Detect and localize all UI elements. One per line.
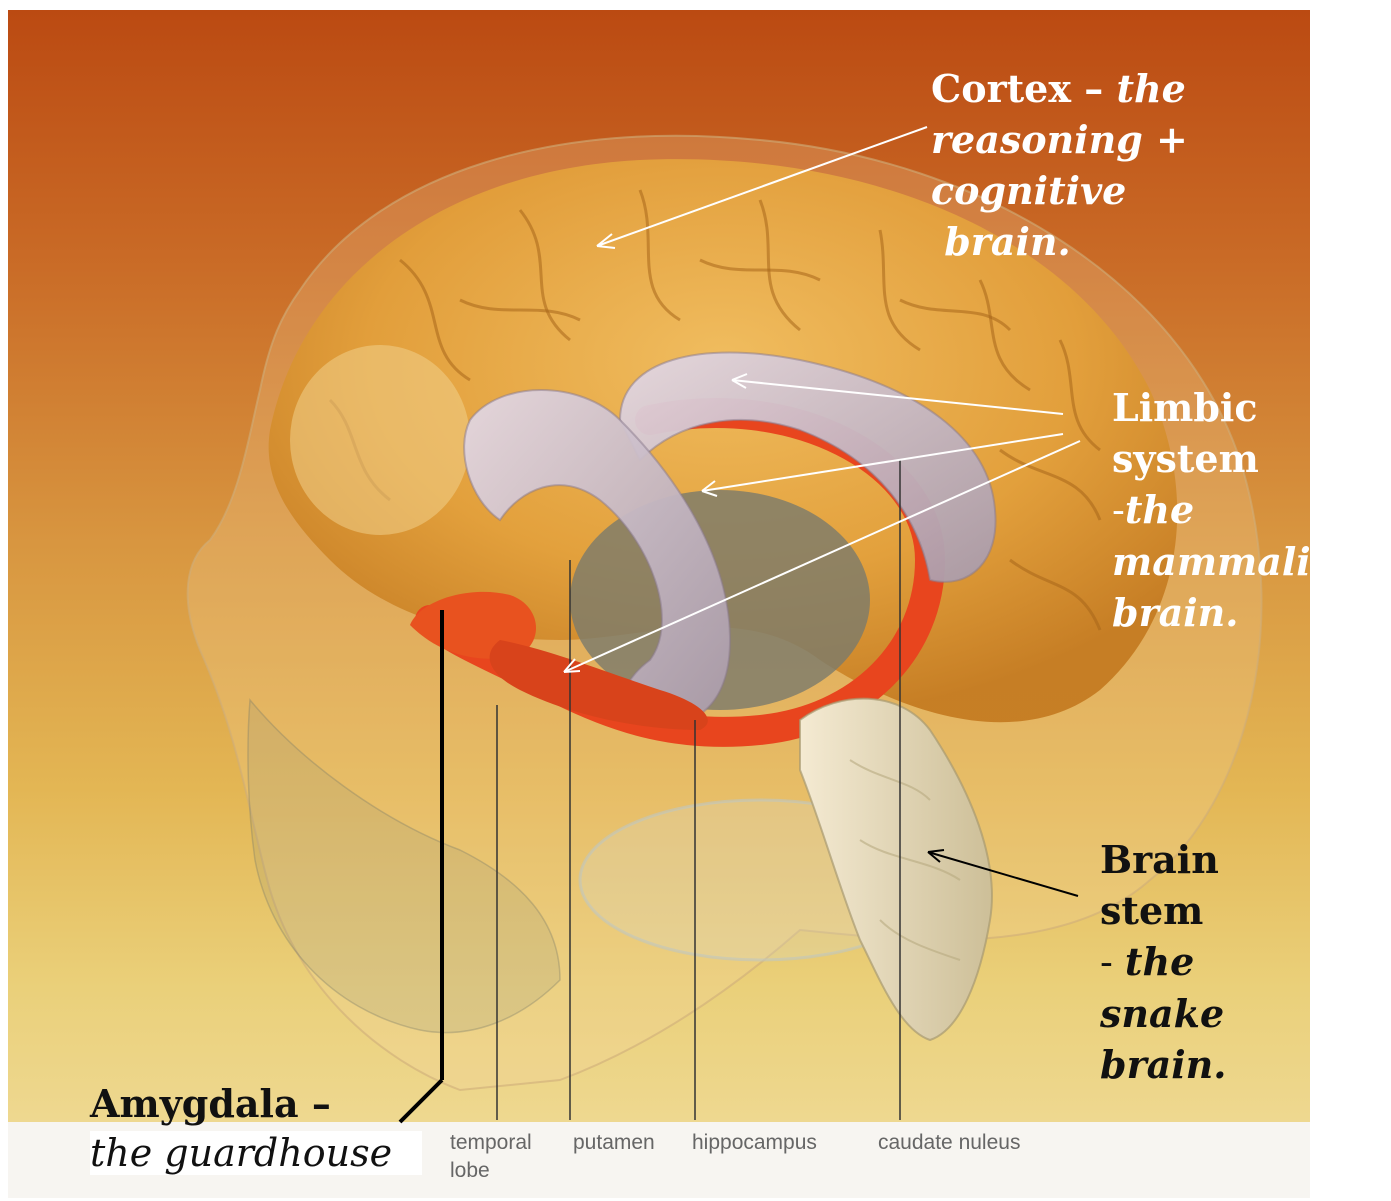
limbic-label: Limbic system -the mammalian brain.	[1112, 382, 1363, 638]
limbic-line1: Limbic	[1112, 385, 1258, 430]
limbic-mammalian: mammalian	[1112, 539, 1363, 584]
cortex-dash: –	[1071, 66, 1116, 111]
cortex-brain: brain.	[931, 219, 1071, 264]
caption-temporal-1: temporal	[450, 1130, 532, 1156]
limbic-the: the	[1125, 487, 1194, 532]
cortex-plus: +	[1143, 117, 1188, 162]
limbic-dash: -	[1112, 488, 1125, 532]
stem-line2: stem	[1100, 888, 1203, 933]
caption-caudate: caudate nuleus	[878, 1130, 1020, 1156]
cortex-reasoning: reasoning	[931, 117, 1143, 162]
amygdala-title: Amygdala –	[90, 1081, 331, 1126]
cortex-cognitive: cognitive	[931, 168, 1126, 213]
caption-putamen: putamen	[573, 1130, 655, 1156]
limbic-line2: system	[1112, 436, 1259, 481]
amygdala-label: Amygdala – the guardhouse	[90, 1079, 422, 1178]
caption-hippocampus: hippocampus	[692, 1130, 817, 1156]
stem-dash: -	[1100, 940, 1125, 984]
cortex-label: Cortex – the reasoning + cognitive brain…	[931, 63, 1188, 267]
frontal-lobe	[290, 345, 470, 535]
stem-label: Brain stem - the snake brain.	[1100, 834, 1227, 1090]
stem-brain: brain.	[1100, 1042, 1227, 1087]
cortex-the: the	[1116, 66, 1185, 111]
stem-snake: snake	[1100, 991, 1224, 1036]
stem-line1: Brain	[1100, 837, 1219, 882]
caption-temporal-2: lobe	[450, 1158, 490, 1184]
cortex-title: Cortex	[931, 66, 1071, 111]
limbic-brain: brain.	[1112, 590, 1239, 635]
stem-the: the	[1125, 939, 1194, 984]
amygdala-subtitle: the guardhouse	[90, 1131, 422, 1175]
